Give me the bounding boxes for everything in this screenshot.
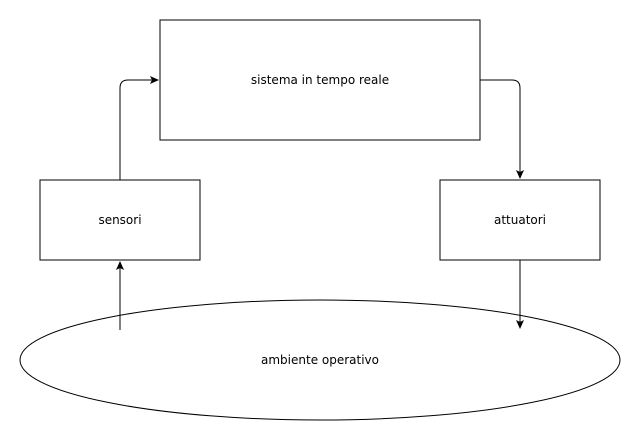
system-label: sistema in tempo reale	[251, 73, 389, 87]
environment-ellipse[interactable]	[19, 299, 621, 421]
sensors-label: sensori	[98, 213, 141, 227]
system-box[interactable]	[159, 19, 481, 141]
arrow-sensors-to-system	[119, 76, 159, 180]
environment-label: ambiente operativo	[261, 353, 379, 367]
arrow-system-to-actuators	[480, 79, 524, 179]
actuators-label: attuatori	[494, 213, 546, 227]
actuators-box[interactable]	[439, 179, 601, 261]
sensors-box[interactable]	[39, 179, 201, 261]
